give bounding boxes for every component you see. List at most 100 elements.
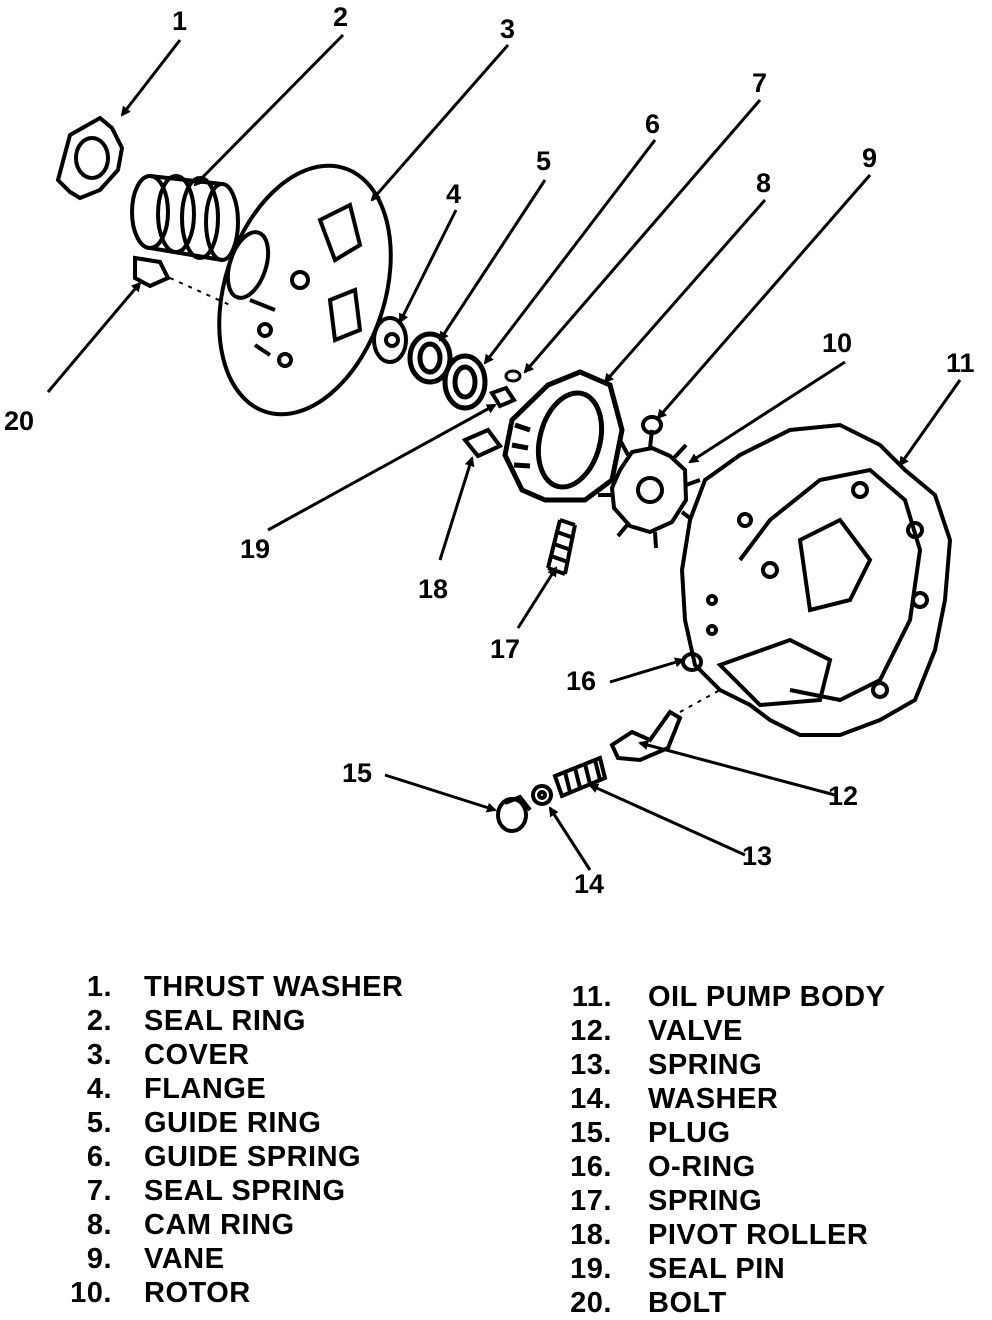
callout-18: 18	[418, 574, 448, 604]
legend-number: 12.	[570, 1015, 612, 1047]
legend-number: 8.	[86, 1209, 112, 1241]
part-cover	[217, 163, 393, 417]
callout-20: 20	[4, 406, 34, 436]
callout-12: 12	[828, 781, 858, 811]
legend-label: WASHER	[648, 1083, 779, 1115]
legend-number: 13.	[570, 1049, 612, 1081]
legend-number: 9.	[86, 1243, 112, 1275]
leader-lines	[46, 33, 962, 871]
part-cam-ring	[502, 369, 625, 503]
part-plug	[496, 794, 532, 833]
legend-number: 20.	[570, 1287, 612, 1319]
legend-label: SPRING	[648, 1185, 763, 1217]
legend-number: 10.	[70, 1277, 112, 1309]
legend-label: VANE	[144, 1243, 225, 1275]
legend-number: 17.	[570, 1185, 612, 1217]
legend-item-9: 9. VANE	[60, 1242, 403, 1276]
legend-label: O-RING	[648, 1151, 756, 1183]
callout-4: 4	[446, 179, 461, 209]
legend-item-1: 1. THRUST WASHER	[60, 970, 403, 1004]
legend-number: 16.	[570, 1151, 612, 1183]
legend-item-8: 8. CAM RING	[60, 1208, 403, 1242]
legend-item-3: 3. COVER	[60, 1038, 403, 1072]
legend-item-4: 4. FLANGE	[60, 1072, 403, 1106]
callout-16: 16	[566, 666, 596, 696]
legend-number: 18.	[570, 1219, 612, 1251]
callout-17: 17	[490, 634, 520, 664]
legend-number: 4.	[86, 1073, 112, 1105]
legend-number: 15.	[570, 1117, 612, 1149]
legend-label: PLUG	[648, 1117, 731, 1149]
legend-number: 6.	[86, 1141, 112, 1173]
part-guide-spring	[442, 353, 488, 411]
callout-8: 8	[756, 168, 771, 198]
part-oil-pump-body	[679, 422, 953, 737]
legend-label: GUIDE RING	[144, 1107, 322, 1139]
legend-label: FLANGE	[144, 1073, 267, 1105]
part-pivot-roller	[461, 427, 504, 459]
callout-10: 10	[822, 328, 852, 358]
legend-label: PIVOT ROLLER	[648, 1219, 869, 1251]
part-rotor	[598, 429, 701, 549]
legend-item-11: 11. OIL PUMP BODY	[560, 980, 885, 1014]
callout-numbers: 1 2 3 4 5 6 7 8 9 10 11 12 13 14 15 16 1…	[4, 2, 975, 899]
part-spring-17	[546, 518, 577, 576]
callout-9: 9	[862, 143, 877, 173]
legend-label: SPRING	[648, 1049, 763, 1081]
legend-item-5: 5. GUIDE RING	[60, 1106, 403, 1140]
legend-item-16: 16. O-RING	[560, 1150, 885, 1184]
callout-2: 2	[333, 2, 348, 32]
legend-number: 11.	[571, 981, 612, 1013]
legend-label: SEAL RING	[144, 1005, 306, 1037]
legend-item-19: 19. SEAL PIN	[560, 1252, 885, 1286]
legend-label: GUIDE SPRING	[144, 1141, 362, 1173]
callout-19: 19	[240, 534, 270, 564]
callout-7: 7	[752, 68, 767, 98]
part-seal-ring	[130, 174, 240, 262]
legend-item-2: 2. SEAL RING	[60, 1004, 403, 1038]
legend-number: 14.	[570, 1083, 612, 1115]
legend-item-17: 17. SPRING	[560, 1184, 885, 1218]
callout-11: 11	[946, 348, 975, 378]
part-washer	[531, 784, 553, 806]
legend-number: 2.	[86, 1005, 112, 1037]
legend-label: ROTOR	[144, 1277, 251, 1309]
legend-left: 1. THRUST WASHER 2. SEAL RING 3. COVER 4. FL…	[60, 970, 403, 1310]
part-spring-13	[552, 755, 608, 799]
legend-label: VALVE	[648, 1015, 743, 1047]
legend-item-6: 6. GUIDE SPRING	[60, 1140, 403, 1174]
legend-number: 19.	[570, 1253, 612, 1285]
legend-number: 5.	[86, 1107, 112, 1139]
legend-item-7: 7. SEAL SPRING	[60, 1174, 403, 1208]
legend-number: 1.	[86, 971, 112, 1003]
legend-label: SEAL PIN	[648, 1253, 786, 1285]
legend-item-20: 20. BOLT	[560, 1286, 885, 1320]
callout-3: 3	[500, 14, 515, 44]
callout-6: 6	[645, 109, 660, 139]
legend-label: COVER	[144, 1039, 250, 1071]
part-seal-pin	[489, 385, 517, 409]
legend-item-13: 13. SPRING	[560, 1048, 885, 1082]
part-flange	[372, 316, 408, 364]
legend-item-15: 15. PLUG	[560, 1116, 885, 1150]
legend-label: CAM RING	[144, 1209, 295, 1241]
legend-item-10: 10. ROTOR	[60, 1276, 403, 1310]
legend-label: THRUST WASHER	[144, 971, 404, 1003]
legend-label: BOLT	[648, 1287, 727, 1319]
part-bolt	[133, 255, 231, 306]
legend-number: 7.	[86, 1175, 112, 1207]
legend-label: SEAL SPRING	[144, 1175, 346, 1207]
callout-15: 15	[342, 758, 372, 788]
legend-right: 11. OIL PUMP BODY 12. VALVE 13. SPRING 14. W…	[560, 980, 885, 1320]
callout-1: 1	[172, 6, 187, 36]
part-thrust-washer	[55, 115, 125, 201]
callout-13: 13	[742, 841, 772, 871]
part-guide-ring	[407, 331, 453, 385]
legend-item-12: 12. VALVE	[560, 1014, 885, 1048]
legend-label: OIL PUMP BODY	[648, 981, 886, 1013]
legend-item-14: 14. WASHER	[560, 1082, 885, 1116]
legend-number: 3.	[86, 1039, 112, 1071]
legend-item-18: 18. PIVOT ROLLER	[560, 1218, 885, 1252]
callout-14: 14	[574, 869, 604, 899]
